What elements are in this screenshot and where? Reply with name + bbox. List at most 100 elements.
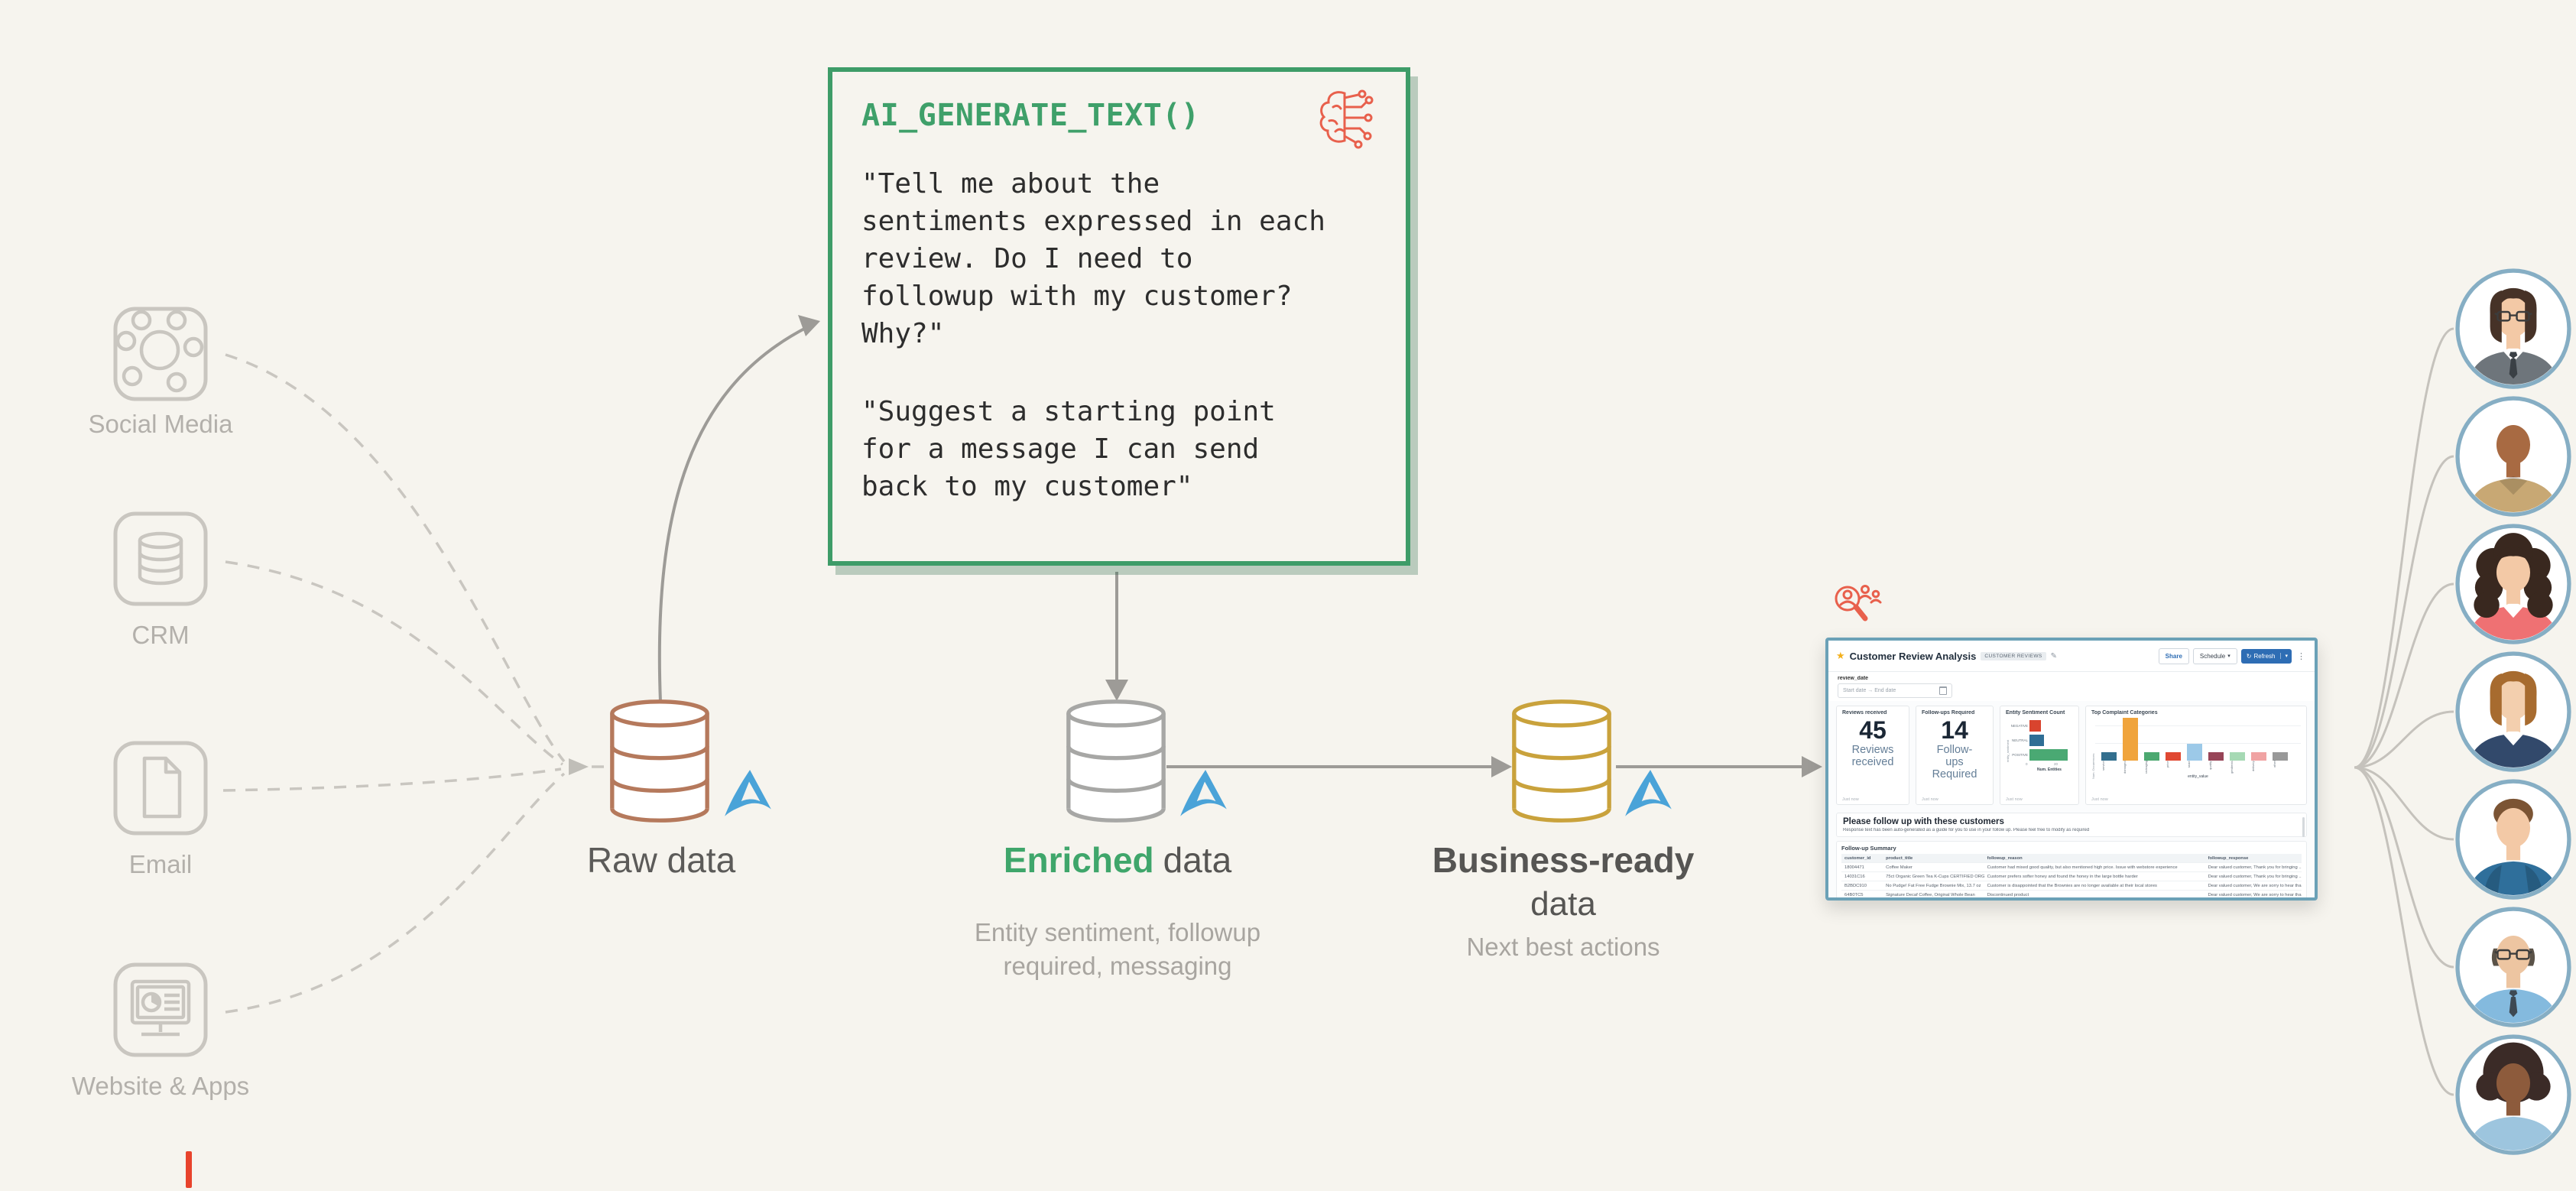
business-ready-label-line1: Business-ready <box>1432 840 1695 880</box>
refresh-icon: ↻ <box>2246 652 2252 660</box>
scrollbar[interactable] <box>2302 817 2305 837</box>
chevron-down-icon: ▾ <box>2227 654 2230 659</box>
source-label-social-media: Social Media <box>88 410 233 438</box>
ai-prompt-2: "Suggest a starting point for a message … <box>861 396 1276 502</box>
bar-row: NEUTRAL <box>2010 733 2073 748</box>
bar <box>2144 752 2159 761</box>
platform-delta-logo <box>720 766 777 823</box>
column-header: followup_reason <box>1984 854 2205 863</box>
y-axis-label: entity_sentiment <box>2006 739 2010 762</box>
kpi-label: Reviews received <box>1851 744 1894 768</box>
enriched-data-subtitle: Entity sentiment, followup required, mes… <box>974 918 1261 980</box>
schedule-button[interactable]: Schedule ▾ <box>2192 647 2237 664</box>
social-media-icon <box>111 304 210 404</box>
filter-label: review_date <box>1838 676 1869 681</box>
avatar-woman-glasses-bob <box>2455 268 2571 389</box>
dashboard-title: Customer Review Analysis <box>1849 650 1977 662</box>
avatar-woman-curly-hair <box>2455 524 2571 644</box>
kpi-card-reviews: Reviews received 45 Reviews received Jus… <box>1836 706 1909 805</box>
followup-note: Response text has been auto-generated as… <box>1843 828 2090 832</box>
enriched-data-cylinder <box>1064 697 1168 829</box>
ai-brain-circuit-icon <box>1314 87 1380 157</box>
bar <box>2251 752 2266 761</box>
bar <box>2101 752 2117 761</box>
dashed-arrowhead <box>569 758 589 775</box>
dashboard-filter-section: review_date Start date → End date <box>1828 672 2315 701</box>
kebab-menu-icon[interactable]: ⋮ <box>2297 651 2305 661</box>
website-apps-icon <box>111 960 210 1060</box>
avatar-woman-auburn-bob <box>2455 651 2571 772</box>
kpi-value: 45 <box>1859 716 1887 744</box>
bar <box>2208 752 2224 761</box>
column-header: customer_id <box>1841 854 1883 863</box>
plot-area <box>2095 718 2301 761</box>
source-label-crm: CRM <box>131 621 190 649</box>
bar <box>2187 744 2202 761</box>
kpi-value: 14 <box>1941 716 1968 744</box>
edit-icon[interactable]: ✎ <box>2050 651 2058 660</box>
ai-prompt-1: "Tell me about the sentiments expressed … <box>861 168 1325 349</box>
refresh-label: Refresh <box>2253 652 2276 660</box>
kpi-label: Follow- ups Required <box>1932 744 1977 780</box>
column-header: product_title <box>1883 854 1984 863</box>
x-axis-label: entity_value <box>2188 774 2208 779</box>
dashboard-badge: CUSTOMER REVIEWS <box>1981 651 2046 660</box>
refresh-split-button[interactable]: ↻ Refresh ▾ <box>2240 648 2292 664</box>
chevron-down-icon[interactable]: ▾ <box>2280 653 2292 659</box>
business-ready-subtitle: Next best actions <box>1466 933 1660 961</box>
kpi-footer: Just now <box>1842 797 1859 802</box>
bar-row: NEGATIVE <box>2010 719 2073 733</box>
customer-review-dashboard: ★ Customer Review Analysis CUSTOMER REVI… <box>1825 638 2318 901</box>
bar-row: POSITIVE <box>2010 748 2073 762</box>
email-document-icon <box>111 738 210 838</box>
followup-heading-panel: Please follow up with these customers Re… <box>1836 813 2307 837</box>
share-button[interactable]: Share <box>2158 647 2189 664</box>
dashboard-toolbar: Share Schedule ▾ ↻ Refresh ▾ ⋮ <box>2158 647 2307 664</box>
dashed-source-lines <box>222 353 607 1014</box>
bar <box>2123 718 2138 761</box>
avatar-man-blue-hoodie <box>2455 779 2571 900</box>
kpi-footer: Just now <box>1922 797 1938 802</box>
red-mark <box>186 1151 192 1188</box>
ai-generate-text-box: AI_GENERATE_TEXT() "Tell me about the se… <box>828 67 1410 566</box>
crm-database-icon <box>111 509 210 608</box>
bar <box>2166 752 2181 761</box>
customer-search-icon <box>1831 583 1883 631</box>
chart-title: Top Complaint Categories <box>2091 710 2158 716</box>
chart-footer: Just now <box>2006 797 2023 802</box>
platform-delta-logo <box>1621 766 1677 823</box>
platform-delta-logo <box>1176 766 1232 823</box>
raw-data-cylinder <box>608 697 712 829</box>
bar <box>2230 752 2245 761</box>
fan-out-lines <box>2354 327 2454 1096</box>
followup-section: Please follow up with these customers Re… <box>1828 810 2315 897</box>
date-range-input[interactable]: Start date → End date <box>1838 683 1952 698</box>
avatar-bald-man <box>2455 396 2571 517</box>
source-label-email: Email <box>128 850 193 878</box>
chart-footer: Just now <box>2091 797 2108 802</box>
business-ready-label-line2: data <box>1530 885 1596 923</box>
business-ready-cylinder <box>1510 697 1614 829</box>
avatar-bald-man-glasses <box>2455 907 2571 1027</box>
bar <box>2273 752 2288 761</box>
enriched-label-accent: Enriched <box>1003 840 1154 880</box>
ai-function-title: AI_GENERATE_TEXT() <box>861 98 1200 133</box>
avatar-woman-afro <box>2455 1034 2571 1155</box>
chart-title: Entity Sentiment Count <box>2006 710 2065 716</box>
calendar-icon <box>1939 686 1947 695</box>
star-icon[interactable]: ★ <box>1836 650 1845 661</box>
schedule-label: Schedule <box>2199 652 2226 660</box>
source-label-website-apps: Website & Apps <box>71 1072 250 1100</box>
followup-heading: Please follow up with these customers <box>1843 817 2004 826</box>
